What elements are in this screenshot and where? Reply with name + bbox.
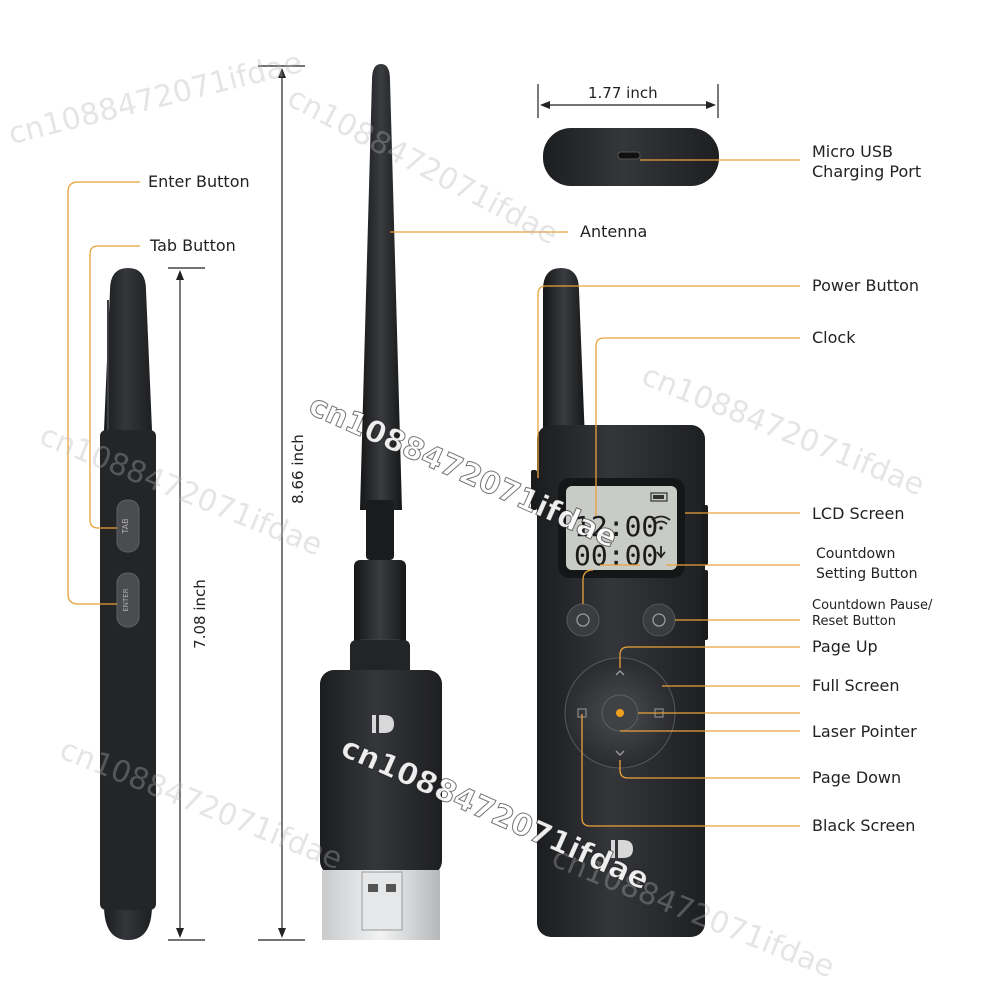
countdown-setting-label: Countdown Setting Button bbox=[816, 544, 917, 584]
lcd-countdown-text: 00:00 bbox=[574, 539, 658, 572]
page-up-label: Page Up bbox=[812, 637, 878, 656]
micro-usb-label-line2: Charging Port bbox=[812, 162, 922, 181]
countdown-pause-reset-button[interactable] bbox=[642, 603, 676, 637]
antenna-label: Antenna bbox=[580, 222, 648, 241]
body-height-label: 7.08 inch bbox=[191, 579, 209, 649]
right-leaders bbox=[537, 285, 800, 827]
lcd-screen-label: LCD Screen bbox=[812, 504, 905, 523]
enter-button-text: ENTER bbox=[122, 588, 130, 611]
page-down-label: Page Down bbox=[812, 768, 902, 787]
tab-button-text: TAB bbox=[121, 518, 130, 534]
front-logo-icon bbox=[611, 840, 633, 858]
tab-button-label: Tab Button bbox=[150, 236, 236, 255]
micro-usb-label: Micro USB Charging Port bbox=[812, 142, 921, 182]
enter-button-label: Enter Button bbox=[148, 172, 250, 191]
countdown-pause-label-line1: Countdown Pause/ bbox=[812, 598, 933, 613]
tab-side-button[interactable]: TAB bbox=[116, 499, 140, 553]
remote-bottom-view bbox=[543, 128, 719, 186]
laser-pointer-button[interactable] bbox=[601, 694, 639, 732]
countdown-pause-label: Countdown Pause/ Reset Button bbox=[812, 598, 932, 630]
total-height-label: 8.66 inch bbox=[289, 434, 307, 504]
left-leaders bbox=[67, 181, 140, 605]
clock-label: Clock bbox=[812, 328, 856, 347]
width-dimension bbox=[537, 84, 719, 118]
full-screen-label: Full Screen bbox=[812, 676, 900, 695]
enter-side-button[interactable]: ENTER bbox=[116, 572, 140, 628]
power-button-label: Power Button bbox=[812, 276, 920, 295]
usb-receiver bbox=[320, 64, 442, 940]
lcd-screen: 12:00 00:00 bbox=[558, 478, 685, 578]
body-height-dimension bbox=[168, 267, 205, 941]
countdown-setting-label-line1: Countdown bbox=[816, 546, 896, 562]
black-screen-label: Black Screen bbox=[812, 816, 916, 835]
remote-side-view: TAB ENTER bbox=[100, 268, 156, 940]
countdown-setting-label-line2: Setting Button bbox=[816, 566, 918, 582]
countdown-setting-button[interactable] bbox=[566, 603, 600, 637]
receiver-logo-icon bbox=[372, 715, 394, 733]
remote-front-view: 12:00 00:00 bbox=[531, 268, 708, 937]
lcd-clock-text: 12:00 bbox=[574, 510, 658, 543]
laser-pointer-label: Laser Pointer bbox=[812, 722, 917, 741]
total-height-dimension bbox=[258, 65, 305, 941]
countdown-pause-label-line2: Reset Button bbox=[812, 614, 896, 629]
width-label: 1.77 inch bbox=[588, 84, 658, 102]
micro-usb-label-line1: Micro USB bbox=[812, 142, 893, 161]
